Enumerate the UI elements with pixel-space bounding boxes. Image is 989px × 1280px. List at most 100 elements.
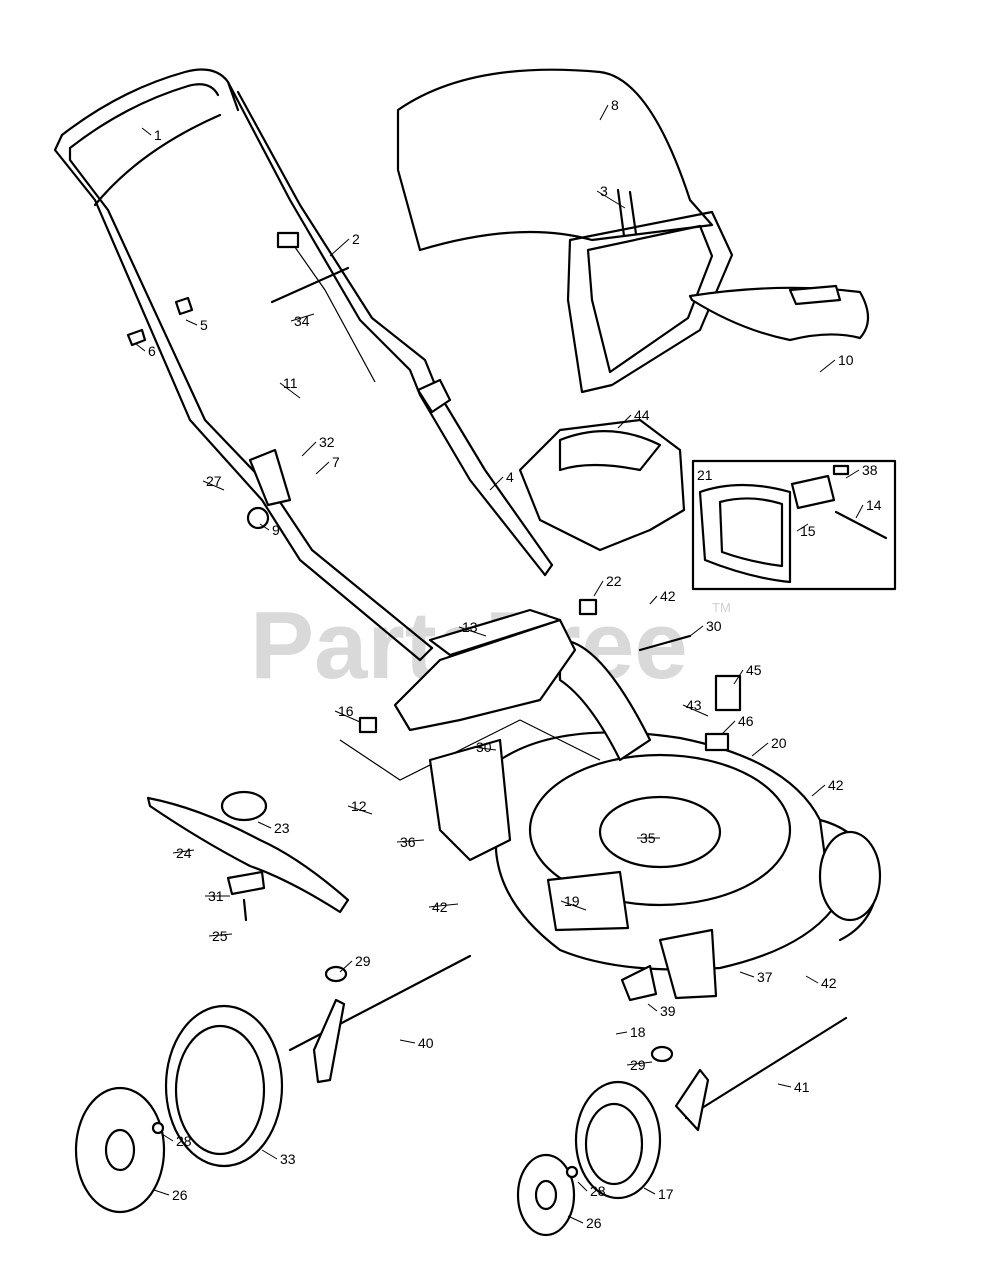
blade-bell-part bbox=[226, 870, 266, 896]
callout-c20: 20 bbox=[771, 735, 787, 751]
height-lever-part bbox=[620, 964, 658, 1002]
handle-bolt-part bbox=[270, 266, 350, 304]
grass-bag-part bbox=[396, 68, 734, 394]
door-bracket-part bbox=[790, 474, 836, 510]
callout-leader bbox=[290, 313, 315, 322]
callout-leader bbox=[649, 595, 658, 605]
callout-leader bbox=[721, 720, 736, 735]
callout-leader bbox=[811, 784, 826, 797]
callout-c15: 15 bbox=[800, 523, 816, 539]
deflector-part bbox=[393, 618, 577, 732]
callout-c29b: 29 bbox=[630, 1057, 646, 1073]
rear-axle-part bbox=[288, 954, 472, 1052]
callout-c30a: 30 bbox=[706, 618, 722, 634]
callout-leader bbox=[626, 1061, 653, 1066]
callout-c19: 19 bbox=[564, 893, 580, 909]
callout-c38: 38 bbox=[862, 462, 878, 478]
callout-leader bbox=[845, 469, 860, 479]
assembly-guide-line bbox=[339, 719, 601, 781]
callout-leader bbox=[261, 1149, 278, 1160]
callout-c18: 18 bbox=[630, 1024, 646, 1040]
rope-guide-part bbox=[126, 328, 147, 347]
callout-c34: 34 bbox=[294, 313, 310, 329]
callout-leader bbox=[259, 523, 270, 531]
watermark-trademark: TM bbox=[712, 600, 731, 615]
bushing-29b-part bbox=[650, 1045, 674, 1063]
callout-c32: 32 bbox=[319, 434, 335, 450]
blade-part bbox=[146, 796, 350, 914]
callout-c28a: 28 bbox=[176, 1133, 192, 1149]
door-spring-part bbox=[832, 464, 850, 476]
callout-leader bbox=[202, 480, 225, 491]
callout-c36: 36 bbox=[400, 834, 416, 850]
callout-leader bbox=[689, 625, 704, 637]
callout-leader bbox=[489, 476, 504, 491]
rear-wheel-well-part bbox=[558, 638, 652, 762]
callout-leader bbox=[615, 1031, 628, 1035]
callout-c46: 46 bbox=[738, 713, 754, 729]
callout-leader bbox=[733, 669, 744, 685]
callout-leader bbox=[329, 238, 350, 257]
callout-leader bbox=[161, 1133, 174, 1142]
callout-leader bbox=[315, 461, 330, 475]
callout-leader bbox=[560, 900, 587, 911]
callout-c25: 25 bbox=[212, 928, 228, 944]
callout-c45: 45 bbox=[746, 662, 762, 678]
callout-c33: 33 bbox=[280, 1151, 296, 1167]
front-arm-part bbox=[674, 1068, 710, 1132]
callout-c42b: 42 bbox=[828, 777, 844, 793]
callout-c2: 2 bbox=[352, 231, 360, 247]
callout-leader bbox=[599, 104, 609, 121]
callout-leader bbox=[172, 849, 195, 854]
callout-c27: 27 bbox=[206, 473, 222, 489]
callout-c23: 23 bbox=[274, 820, 290, 836]
callout-c42c: 42 bbox=[432, 899, 448, 915]
handle-knob-part bbox=[246, 506, 270, 530]
spring-16-part bbox=[358, 716, 378, 734]
callout-c44: 44 bbox=[634, 407, 650, 423]
callout-leader bbox=[334, 710, 361, 723]
callout-c9: 9 bbox=[272, 522, 280, 538]
callout-c1: 1 bbox=[154, 127, 162, 143]
height-adjuster-part bbox=[658, 928, 718, 1000]
callout-leader bbox=[855, 504, 864, 519]
callout-c37: 37 bbox=[757, 969, 773, 985]
callout-leader bbox=[643, 1187, 656, 1195]
callout-leader bbox=[777, 1083, 792, 1088]
blade-bolt-part bbox=[242, 898, 248, 922]
front-frame-part bbox=[428, 738, 512, 862]
rear-door-inner bbox=[718, 497, 784, 568]
bolt-30-part bbox=[638, 634, 692, 652]
callout-leader bbox=[279, 382, 301, 399]
callout-c21: 21 bbox=[697, 467, 713, 483]
callout-c5: 5 bbox=[200, 317, 208, 333]
rear-arm-part bbox=[312, 998, 346, 1084]
callout-leader bbox=[617, 414, 632, 429]
callout-leader bbox=[135, 343, 146, 352]
callout-c29a: 29 bbox=[355, 953, 371, 969]
callout-leader bbox=[399, 1039, 416, 1044]
front-hubcap-part bbox=[516, 1153, 576, 1237]
callout-c42a: 42 bbox=[660, 588, 676, 604]
nut-28-part bbox=[151, 1121, 165, 1135]
handle-bracket-left-part bbox=[248, 448, 292, 507]
lower-handle-part bbox=[226, 80, 554, 577]
deck-part bbox=[494, 638, 882, 971]
callout-leader bbox=[208, 933, 233, 937]
fitting-46-part bbox=[704, 732, 730, 752]
handle-bracket-part bbox=[416, 378, 452, 414]
callout-c30b: 30 bbox=[476, 739, 492, 755]
callout-c10: 10 bbox=[838, 352, 854, 368]
callout-leader bbox=[396, 839, 425, 843]
callout-leader bbox=[153, 1189, 170, 1196]
blade-adapter-part bbox=[220, 790, 268, 822]
callout-leader bbox=[185, 319, 198, 326]
callout-leader bbox=[751, 742, 769, 757]
front-wheel-part bbox=[574, 1080, 662, 1200]
callout-leader bbox=[739, 971, 755, 978]
callout-leader bbox=[347, 805, 373, 815]
callout-c7: 7 bbox=[332, 454, 340, 470]
callout-c26a: 26 bbox=[172, 1187, 188, 1203]
callout-c39: 39 bbox=[660, 1003, 676, 1019]
engine-part bbox=[518, 418, 686, 552]
